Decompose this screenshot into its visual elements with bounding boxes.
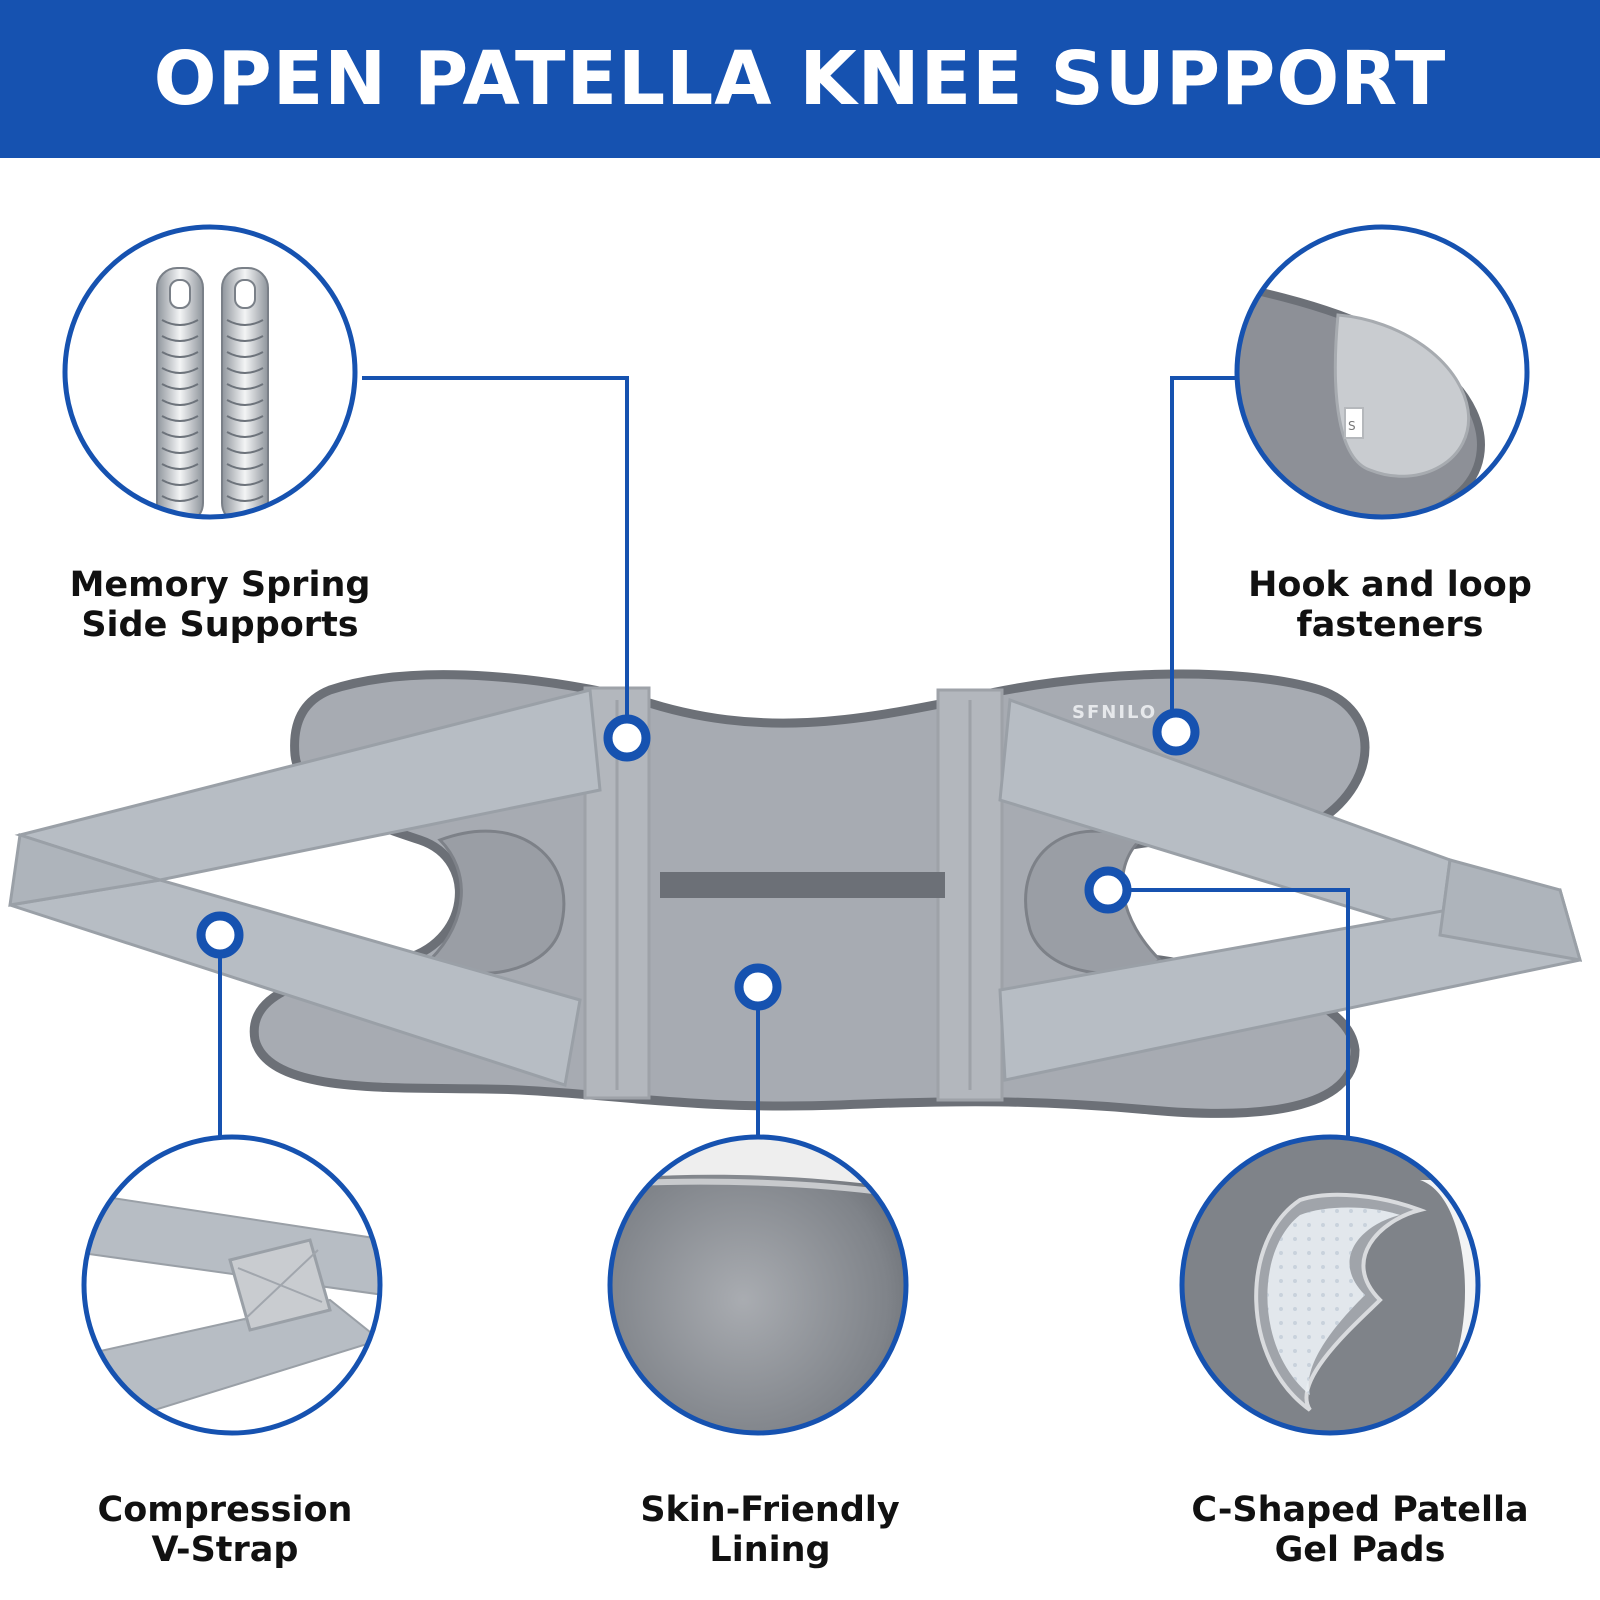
strap-right-end [1438, 858, 1583, 962]
soft-lining-icon [607, 1134, 909, 1436]
callout-dot-lining [734, 963, 782, 1011]
v-strap-icon [81, 1134, 383, 1436]
patella-cutout-left [427, 829, 566, 975]
spring-steel-stays-icon [62, 224, 358, 520]
feature-label-spring-line2: Side Supports [81, 605, 359, 645]
feature-label-vstrap-line1: Compression [97, 1490, 353, 1530]
title-banner: OPEN PATELLA KNEE SUPPORT [0, 0, 1600, 158]
feature-label-gelpad: C-Shaped Patella Gel Pads [1150, 1490, 1570, 1570]
callout-dot-gelpad [1084, 866, 1132, 914]
feature-label-lining-line2: Lining [709, 1530, 831, 1570]
callout-line-spring [362, 376, 629, 736]
gel-pad-icon [1179, 1134, 1481, 1436]
callout-line-gelpad [1108, 888, 1350, 1142]
brand-text: SFNILO [1072, 702, 1157, 723]
feature-label-fastener-line2: fasteners [1296, 605, 1484, 645]
spring-stay-left [156, 267, 204, 517]
feature-label-gelpad-line2: Gel Pads [1274, 1530, 1446, 1570]
callout-line-fastener [1170, 376, 1238, 732]
page-title: OPEN PATELLA KNEE SUPPORT [153, 36, 1447, 122]
callout-dot-fastener [1152, 708, 1200, 756]
feature-label-spring: Memory Spring Side Supports [40, 565, 400, 645]
callout-dot-vstrap [196, 911, 244, 959]
callout-dots [196, 708, 1200, 1011]
feature-label-vstrap: Compression V-Strap [40, 1490, 410, 1570]
size-tag-text: S [1348, 419, 1356, 433]
center-stripe [660, 872, 945, 898]
feature-label-spring-line1: Memory Spring [69, 565, 371, 605]
feature-label-lining-line1: Skin-Friendly [640, 1490, 900, 1530]
strap-left-end [8, 833, 161, 907]
feature-label-fastener-line1: Hook and loop [1248, 565, 1532, 605]
spring-stay-right [221, 267, 269, 517]
hook-loop-tab-icon: S [1234, 224, 1530, 520]
feature-label-lining: Skin-Friendly Lining [585, 1490, 955, 1570]
callout-dot-spring [603, 714, 651, 762]
feature-label-vstrap-line2: V-Strap [151, 1530, 299, 1570]
feature-label-fastener: Hook and loop fasteners [1210, 565, 1570, 645]
knee-brace-main: SFNILO [8, 669, 1583, 1118]
callout-lines [218, 376, 1350, 1142]
feature-label-gelpad-line1: C-Shaped Patella [1191, 1490, 1529, 1530]
